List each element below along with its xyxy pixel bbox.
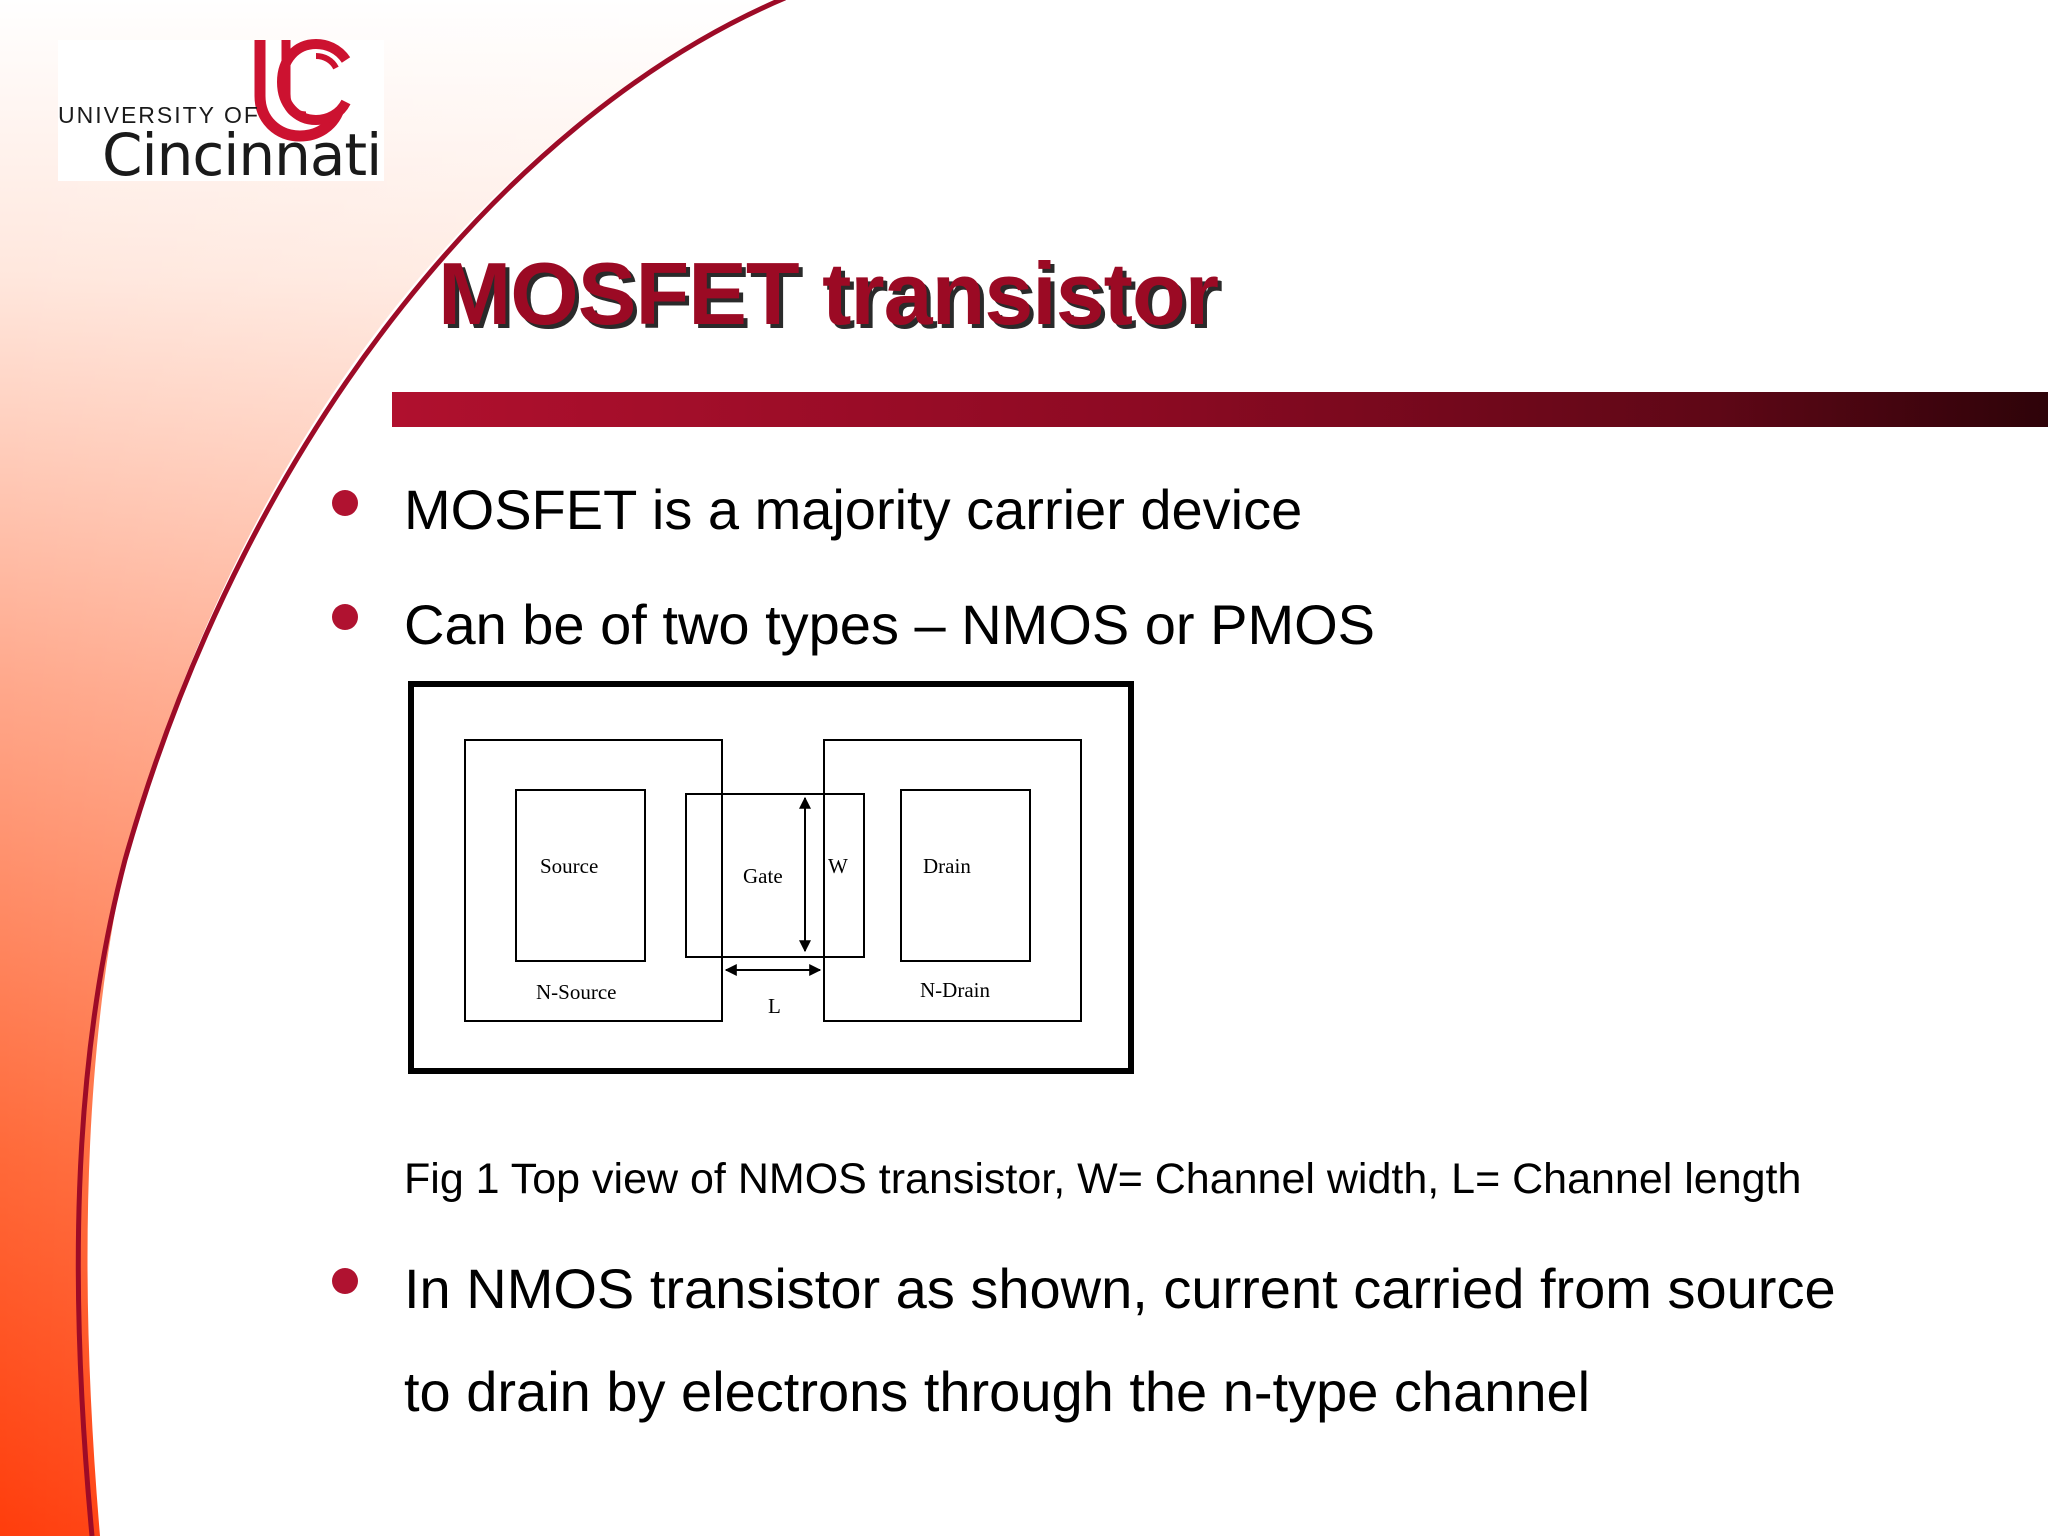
label-drain: Drain [923,854,971,878]
bullet-dot [332,490,358,516]
title-rule [392,392,2048,427]
label-n-drain: N-Drain [920,978,990,1002]
bullet-dot [332,1268,358,1294]
university-logo: UNIVERSITY OF Cincinnati [58,38,384,189]
n-drain-region [823,739,1082,1022]
drain-contact [900,789,1031,962]
nmos-top-view-figure: Source Gate W Drain N-Source N-Drain L [408,681,1134,1074]
source-contact [515,789,646,962]
gate-region [685,793,865,958]
bullet-dot [332,604,358,630]
label-gate: Gate [743,864,783,888]
figure-caption: Fig 1 Top view of NMOS transistor, W= Ch… [404,1155,1802,1203]
label-source: Source [540,854,598,878]
slide-title: MOSFET transistor [438,244,1219,343]
n-source-region [464,739,723,1022]
bullet-3-line-1: In NMOS transistor as shown, current car… [404,1257,1836,1320]
logo-cincinnati: Cincinnati [102,121,382,189]
bullet-1: MOSFET is a majority carrier device [404,478,1303,541]
logo-university-of: UNIVERSITY OF [58,102,260,128]
bullet-3-line-2: to drain by electrons through the n-type… [404,1360,1591,1423]
label-n-source: N-Source [536,980,616,1004]
label-w: W [828,854,848,878]
uc-monogram-icon [254,38,351,142]
figure-frame [408,681,1134,1074]
label-l: L [768,994,781,1018]
bullet-2: Can be of two types – NMOS or PMOS [404,593,1376,656]
